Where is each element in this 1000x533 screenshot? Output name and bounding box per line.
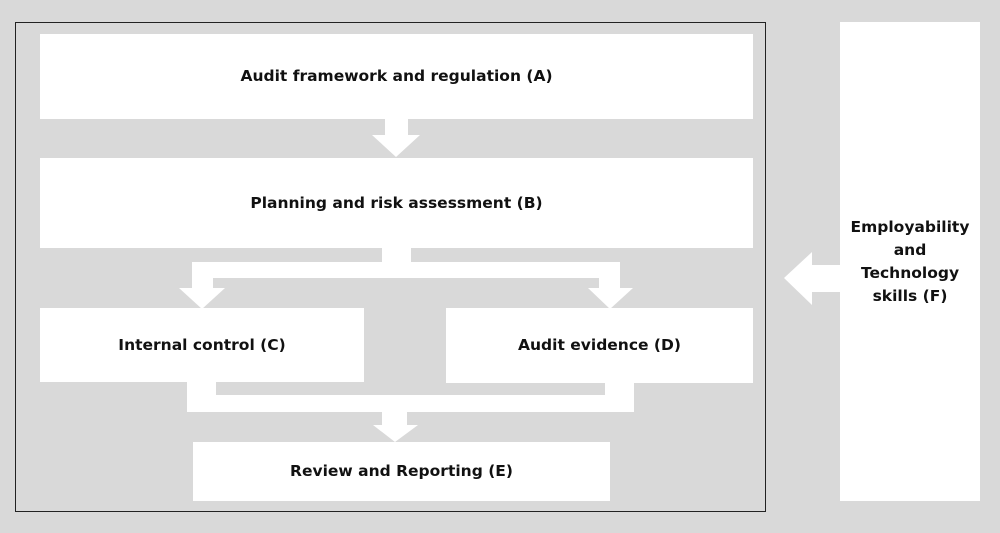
box-label: Review and Reporting (E) <box>290 462 513 480</box>
diagram-frame <box>15 22 766 512</box>
box-label-line: and <box>893 240 927 259</box>
box-label-line: skills (F) <box>872 286 948 305</box>
box-internal-control: Internal control (C) <box>40 308 364 382</box>
box-label: Planning and risk assessment (B) <box>250 193 543 212</box>
box-audit-framework: Audit framework and regulation (A) <box>40 34 753 119</box>
box-audit-evidence: Audit evidence (D) <box>446 308 753 383</box>
box-label-line: Employability <box>850 217 970 236</box>
box-planning-risk: Planning and risk assessment (B) <box>40 158 753 248</box>
box-review-reporting: Review and Reporting (E) <box>193 442 610 501</box>
box-label: Audit framework and regulation (A) <box>240 67 553 85</box>
arrow-a-to-b <box>372 119 420 157</box>
connector-b-split <box>179 248 633 309</box>
box-label: Audit evidence (D) <box>518 336 681 354</box>
box-employability-technology: Employability and Technology skills (F) <box>840 22 980 501</box>
connector-merge-to-e <box>187 382 634 442</box>
box-label-line: Technology <box>860 263 960 282</box>
box-label: Internal control (C) <box>118 335 286 354</box>
arrow-f-to-frame <box>784 252 840 305</box>
